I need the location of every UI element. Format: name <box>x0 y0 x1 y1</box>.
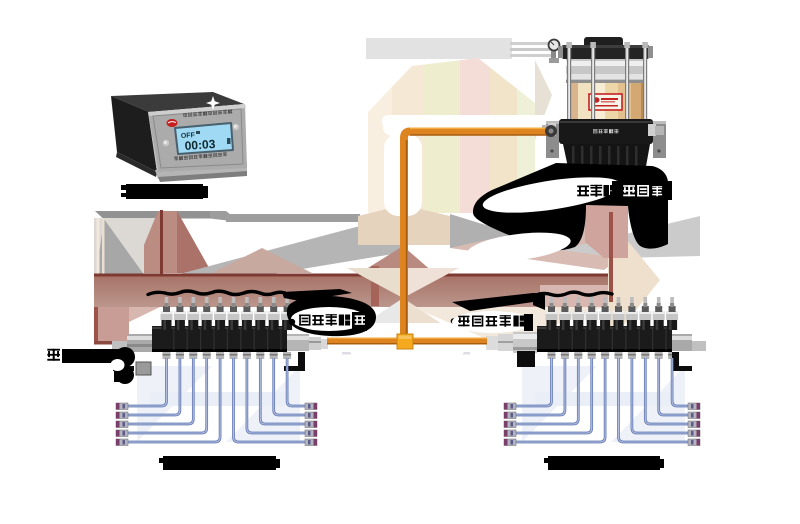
svg-text:OFF: OFF <box>181 132 196 140</box>
svg-text:00:03: 00:03 <box>184 137 216 153</box>
